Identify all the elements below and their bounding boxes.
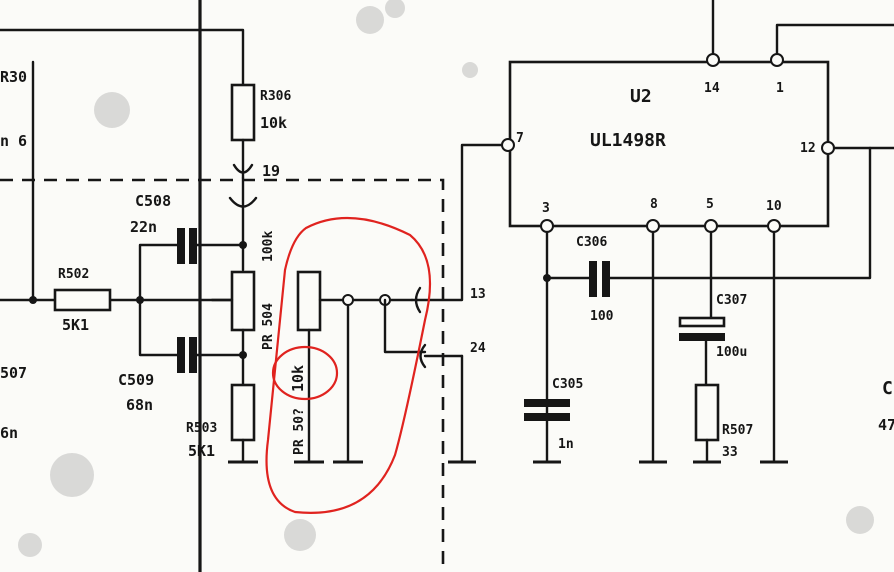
r507-resistor <box>694 383 720 442</box>
ic-pin-1: 1 <box>776 81 784 96</box>
dashed-shield-outline <box>0 178 445 572</box>
pr504-value: 100k <box>261 231 276 262</box>
c305-value: 1n <box>558 437 574 452</box>
c305-capacitor <box>524 399 570 407</box>
coax13 <box>414 286 422 314</box>
wire-node24 <box>383 298 427 354</box>
r502-value: 5K1 <box>62 316 89 334</box>
c508-capacitor <box>177 228 185 264</box>
wire-c306 <box>608 146 872 280</box>
red-markup-outline <box>265 216 432 514</box>
c509-value: 68n <box>126 396 153 414</box>
node19-label: 19 <box>262 162 280 180</box>
edge-label-3: 507 <box>0 364 27 382</box>
ic-part: UL1498R <box>590 130 666 151</box>
new-pot-name: PR 50? <box>292 408 307 455</box>
c307-name: C307 <box>716 293 747 308</box>
wire-node13-pin7 <box>410 143 510 302</box>
node13-label: 13 <box>470 287 486 302</box>
ic-pin-7: 7 <box>516 131 524 146</box>
c306-value: 100 <box>590 309 614 324</box>
c509-name: C509 <box>118 371 154 389</box>
c306-name: C306 <box>576 235 607 250</box>
node24-label: 24 <box>470 341 486 356</box>
pr504-name: PR 504 <box>261 303 276 350</box>
ic-pin-12: 12 <box>800 141 816 156</box>
pr504-potentiometer <box>230 270 256 332</box>
wire-c508 <box>138 243 245 302</box>
red-markup-value-circle <box>271 345 339 401</box>
r306-name: R306 <box>260 89 291 104</box>
ic-pin-5: 5 <box>706 197 714 212</box>
edge-label-1: R30 <box>0 68 27 86</box>
c508-name: C508 <box>135 192 171 210</box>
wire-top-pin1 <box>775 23 894 62</box>
r503-name: R503 <box>186 421 217 436</box>
r507-value: 33 <box>722 445 738 460</box>
new-pot-value: 10k <box>289 365 307 392</box>
wire-c509 <box>138 298 245 357</box>
ic-pin-10: 10 <box>766 199 782 214</box>
wire-top-left <box>0 28 245 87</box>
edge-label-right-2: 47 <box>878 416 894 434</box>
ic-pin-14: 14 <box>704 81 720 96</box>
r502-resistor <box>53 288 112 312</box>
r306-value: 10k <box>260 114 287 132</box>
c508-value: 22n <box>130 218 157 236</box>
ic-ref: U2 <box>630 86 652 107</box>
new-pot <box>296 270 322 332</box>
coax24 <box>419 343 464 369</box>
r306-resistor <box>230 83 256 142</box>
r503-value: 5K1 <box>188 442 215 460</box>
edge-label-right-1: C <box>882 378 893 399</box>
paper-noise <box>18 0 874 557</box>
r503-resistor <box>230 383 256 442</box>
r507-name: R507 <box>722 423 753 438</box>
c306-capacitor <box>589 261 597 297</box>
c509-capacitor <box>177 337 185 373</box>
edge-label-2: n 6 <box>0 132 27 150</box>
c307-capacitor <box>678 316 726 328</box>
r502-name: R502 <box>58 267 89 282</box>
ic-pin-8: 8 <box>650 197 658 212</box>
c307-value: 100u <box>716 345 747 360</box>
c305-name: C305 <box>552 377 583 392</box>
ic-pin-3: 3 <box>542 201 550 216</box>
edge-label-4: 6n <box>0 424 18 442</box>
